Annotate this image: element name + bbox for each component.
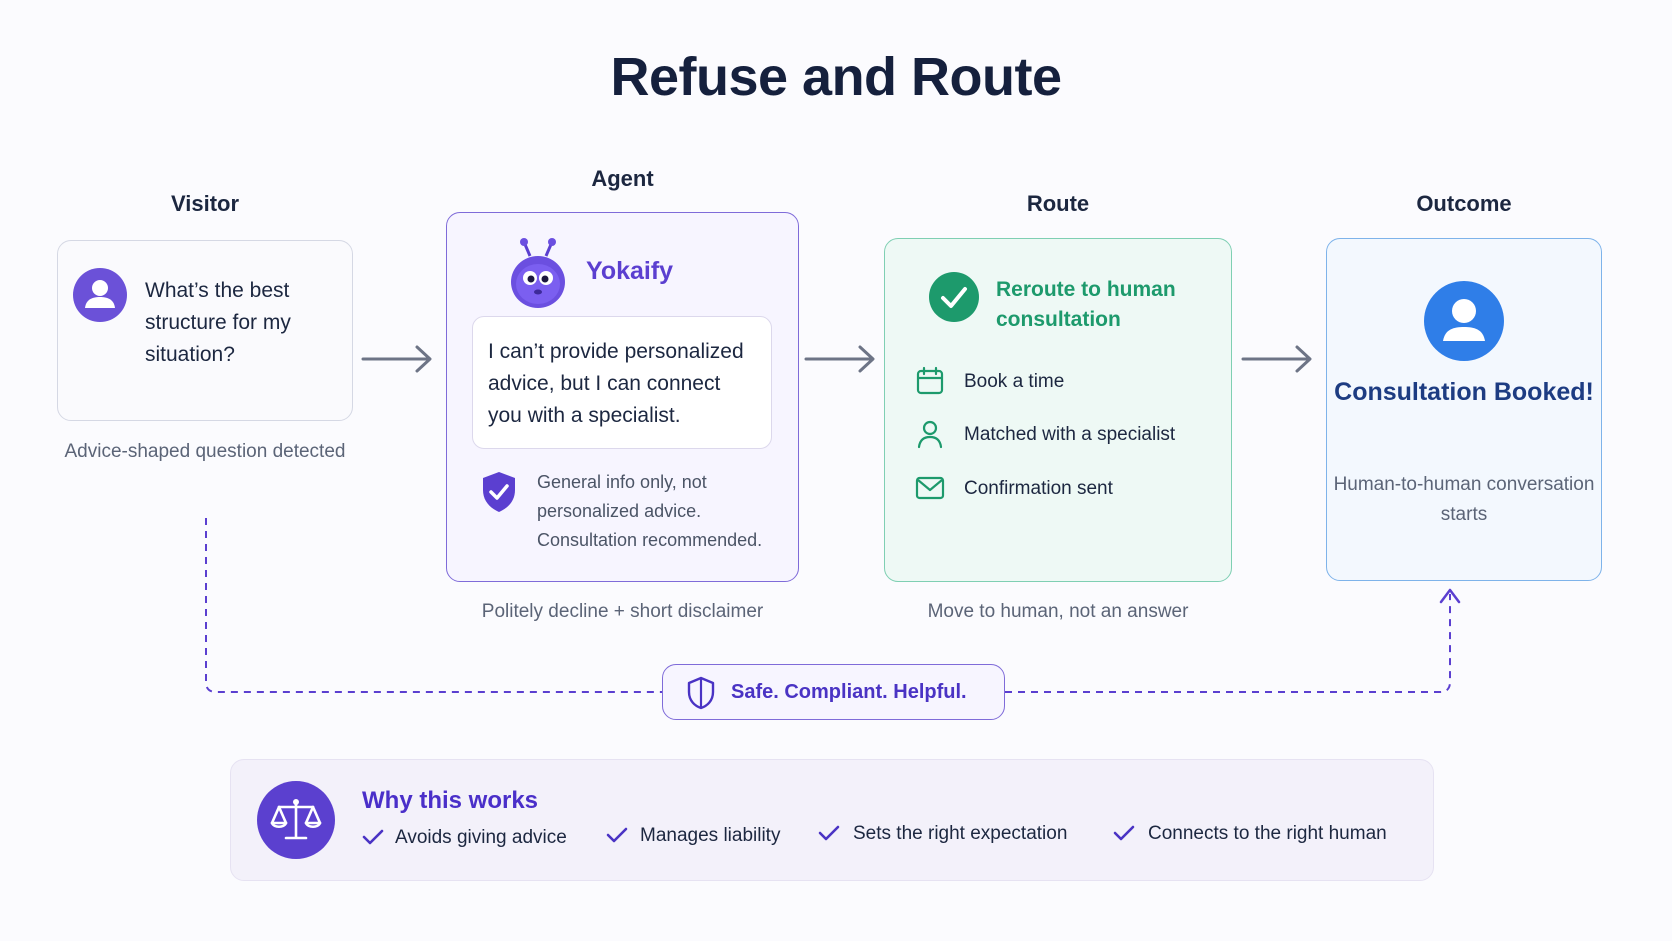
route-item-book: Book a time (964, 371, 1065, 392)
agent-name: Yokaify (586, 257, 674, 285)
route-caption: Move to human, not an answer (927, 601, 1189, 622)
visitor-avatar (73, 268, 127, 322)
user-icon (85, 280, 115, 308)
dashed-connector-right (1005, 594, 1451, 693)
column-label-visitor: Visitor (170, 191, 240, 216)
visitor-caption: Advice-shaped question detected (64, 441, 346, 462)
why-item-2: Manages liability (640, 825, 781, 846)
column-label-route: Route (1026, 191, 1090, 216)
check-circle-icon (929, 272, 979, 322)
agent-reply-bubble: I can’t provide personalized advice, but… (472, 316, 772, 449)
mail-icon (915, 476, 945, 500)
agent-caption: Politely decline + short disclaimer (481, 601, 764, 622)
why-this-works-panel (230, 759, 1434, 881)
column-label-agent: Agent (591, 166, 654, 191)
safe-badge (662, 664, 1005, 720)
agent-reply-text: I can’t provide personalized advice, but… (488, 340, 744, 427)
check-icon (1113, 825, 1135, 841)
outcome-subtitle: Human-to-human conversation starts (1333, 474, 1595, 525)
dashed-connector-left (205, 518, 662, 693)
why-item-3: Sets the right expectation (853, 823, 1068, 844)
page-title: Refuse and Route (610, 47, 1062, 107)
check-icon (362, 829, 384, 845)
why-item-1: Avoids giving advice (395, 827, 567, 848)
person-icon (917, 420, 943, 449)
route-item-matched: Matched with a specialist (964, 424, 1176, 445)
safe-badge-label: Safe. Compliant. Helpful. (731, 681, 967, 703)
why-title: Why this works (362, 787, 539, 814)
route-item-confirmation: Confirmation sent (964, 478, 1113, 499)
calendar-icon (916, 366, 944, 395)
shield-check-icon (483, 472, 515, 512)
outcome-title: Consultation Booked! (1334, 378, 1594, 406)
why-item-4: Connects to the right human (1148, 823, 1387, 844)
agent-disclaimer: General info only, not personalized advi… (537, 472, 763, 550)
scales-icon (270, 799, 322, 840)
why-icon-circle (257, 781, 335, 859)
user-avatar-icon (1424, 281, 1504, 361)
check-icon (818, 825, 840, 841)
check-icon (606, 827, 628, 843)
shield-icon (687, 676, 715, 710)
visitor-question: What’s the best structure for my situati… (145, 279, 291, 366)
column-label-outcome: Outcome (1416, 191, 1512, 216)
route-heading: Reroute to human consultation (996, 278, 1176, 331)
mascot-icon (511, 238, 565, 308)
